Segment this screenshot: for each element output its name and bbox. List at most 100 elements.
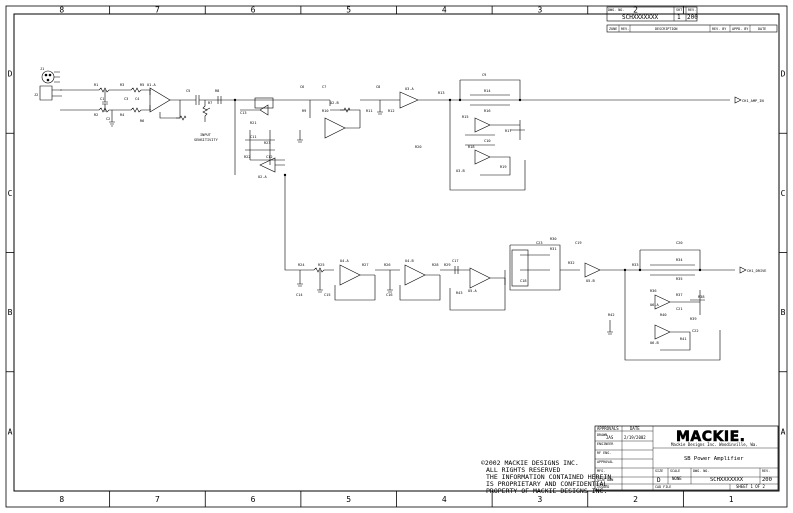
tb-row-engineer-label: ENGINEER bbox=[597, 442, 614, 446]
zone-col-top-6: 6 bbox=[251, 6, 256, 15]
opamp-u5a bbox=[469, 267, 491, 289]
label-u6b: U6-B bbox=[650, 341, 659, 345]
zone-col-bottom-2: 2 bbox=[633, 495, 638, 504]
net-ch1-amp-in: CH1_AMP_IN bbox=[742, 99, 764, 103]
zone-ticks bbox=[6, 6, 787, 507]
ref-r3: R3 bbox=[120, 83, 124, 87]
zone-col-bottom-4: 4 bbox=[442, 495, 447, 504]
ref-r14: R14 bbox=[484, 89, 491, 93]
ref-r25: R25 bbox=[318, 263, 325, 267]
ref-r38: R38 bbox=[698, 295, 705, 299]
ref-c11: C11 bbox=[250, 135, 257, 139]
zone-row-left-D: D bbox=[8, 70, 13, 79]
ref-r6: R6 bbox=[140, 119, 144, 123]
drawing-title: SB Power Amplifier bbox=[684, 456, 744, 462]
ref-c22: C22 bbox=[692, 329, 699, 333]
ref-c10: C10 bbox=[484, 139, 491, 143]
ref-c4: C4 bbox=[135, 97, 139, 101]
net-ch1-drive: CH1_DRIVE bbox=[747, 269, 766, 273]
zone-row-right-D: D bbox=[781, 70, 786, 79]
zone-col-top-7: 7 bbox=[155, 6, 160, 15]
ref-r1: R1 bbox=[94, 83, 98, 87]
zone-row-left-B: B bbox=[8, 308, 13, 317]
zone-col-top-4: 4 bbox=[442, 6, 447, 15]
tb-dwg-no: SCHXXXXXXX bbox=[710, 477, 744, 483]
approvals-label: APPROVALS bbox=[597, 426, 619, 431]
tb-row-mfg-label: MFG. bbox=[597, 469, 605, 473]
rev-header-appd-by: APPD. BY bbox=[732, 27, 748, 31]
zone-col-bottom-7: 7 bbox=[155, 495, 160, 504]
ref-c7: C7 bbox=[322, 85, 326, 89]
copyright-line-2: ALL RIGHTS RESERVED bbox=[486, 466, 560, 474]
rev-header-zone: ZONE bbox=[609, 27, 617, 31]
copyright-line-5: PROPERTY OF MACKIE DESIGNS INC. bbox=[486, 487, 607, 495]
ref-r43: R43 bbox=[456, 291, 463, 295]
label-u4b: U4-B bbox=[405, 259, 414, 263]
trs-jack bbox=[39, 85, 62, 101]
zone-col-top-5: 5 bbox=[346, 6, 351, 15]
ref-c12: C12 bbox=[266, 155, 273, 159]
company-subtitle: Mackie Designs Inc. Woodinville, Wa. bbox=[671, 442, 758, 447]
zone-col-bottom-8: 8 bbox=[59, 495, 64, 504]
ref-r20: R20 bbox=[415, 145, 422, 149]
ref-r13: R13 bbox=[438, 91, 445, 95]
label-u2b: U2-B bbox=[330, 101, 339, 105]
zone-row-right-C: C bbox=[781, 189, 786, 198]
rev-dwg-no: SCHXXXXXXX bbox=[622, 14, 659, 21]
ref-c2: C2 bbox=[106, 117, 110, 121]
ref-c15: C15 bbox=[324, 293, 331, 297]
ref-r10: R10 bbox=[322, 109, 329, 113]
label-u5b: U5-B bbox=[586, 279, 595, 283]
ref-c1: C1 bbox=[100, 97, 104, 101]
ref-c16: C16 bbox=[386, 293, 393, 297]
ref-r19: R19 bbox=[500, 165, 507, 169]
label-u6a: U6-A bbox=[650, 303, 659, 307]
copyright-notice: ©2002 MACKIE DESIGNS INC. ALL RIGHTS RES… bbox=[481, 459, 611, 495]
zone-col-bottom-6: 6 bbox=[251, 495, 256, 504]
ref-c3: C3 bbox=[124, 97, 128, 101]
ref-c5: C5 bbox=[186, 89, 190, 93]
ref-c20: C20 bbox=[676, 241, 683, 245]
inner-border bbox=[13, 13, 780, 492]
ref-r21: R21 bbox=[250, 121, 257, 125]
ref-c18: C18 bbox=[520, 279, 527, 283]
scale-label: SCALE bbox=[670, 469, 680, 473]
ref-c9: C9 bbox=[482, 73, 486, 77]
size-value: D bbox=[657, 477, 661, 484]
tb-row-drawn-label: DRAWN bbox=[597, 433, 607, 437]
tb-row-drawn-value: JAS bbox=[606, 435, 614, 440]
ref-r28: R28 bbox=[432, 263, 439, 267]
ref-r29: R29 bbox=[444, 263, 451, 267]
ref-r41: R41 bbox=[680, 337, 687, 341]
junction-dots bbox=[233, 98, 702, 272]
input-sensitivity-line1: INPUT bbox=[200, 133, 212, 137]
tb-rev: 200 bbox=[762, 477, 772, 483]
tb-row-sizedwn-label: SIZE DWN bbox=[597, 478, 613, 482]
zone-row-right-A: A bbox=[781, 427, 786, 436]
ref-r33: R33 bbox=[632, 263, 639, 267]
ref-r11: R11 bbox=[366, 109, 373, 113]
ref-r27: R27 bbox=[362, 263, 369, 267]
ref-r30: R30 bbox=[550, 237, 557, 241]
zone-col-bottom-3: 3 bbox=[538, 495, 543, 504]
rev-header-rev: REV. bbox=[621, 27, 629, 31]
ref-r2: R2 bbox=[94, 113, 98, 117]
ref-r7: R7 bbox=[208, 101, 212, 105]
zone-col-top-3: 3 bbox=[538, 6, 543, 15]
ref-r4: R4 bbox=[120, 113, 124, 117]
zone-row-left-C: C bbox=[8, 189, 13, 198]
ref-r8: R8 bbox=[215, 89, 219, 93]
rev-dwg-no-label: DWG. NO. bbox=[608, 8, 624, 12]
ref-c13: C13 bbox=[240, 111, 247, 115]
zone-col-top-8: 8 bbox=[59, 6, 64, 15]
schematic-top-channel bbox=[39, 70, 742, 191]
cad-file-label: CAD FILE bbox=[655, 485, 671, 489]
rev-rev-label: REV. bbox=[688, 8, 696, 12]
size-label: SIZE bbox=[655, 469, 663, 473]
copyright-line-3: THE INFORMATION CONTAINED HEREIN bbox=[486, 473, 611, 481]
opamp-u4a bbox=[339, 264, 361, 286]
tb-dwg-no-label: DWG. NO. bbox=[693, 469, 709, 473]
label-u5a: U5-A bbox=[468, 289, 477, 293]
ref-r12: R12 bbox=[388, 109, 395, 113]
